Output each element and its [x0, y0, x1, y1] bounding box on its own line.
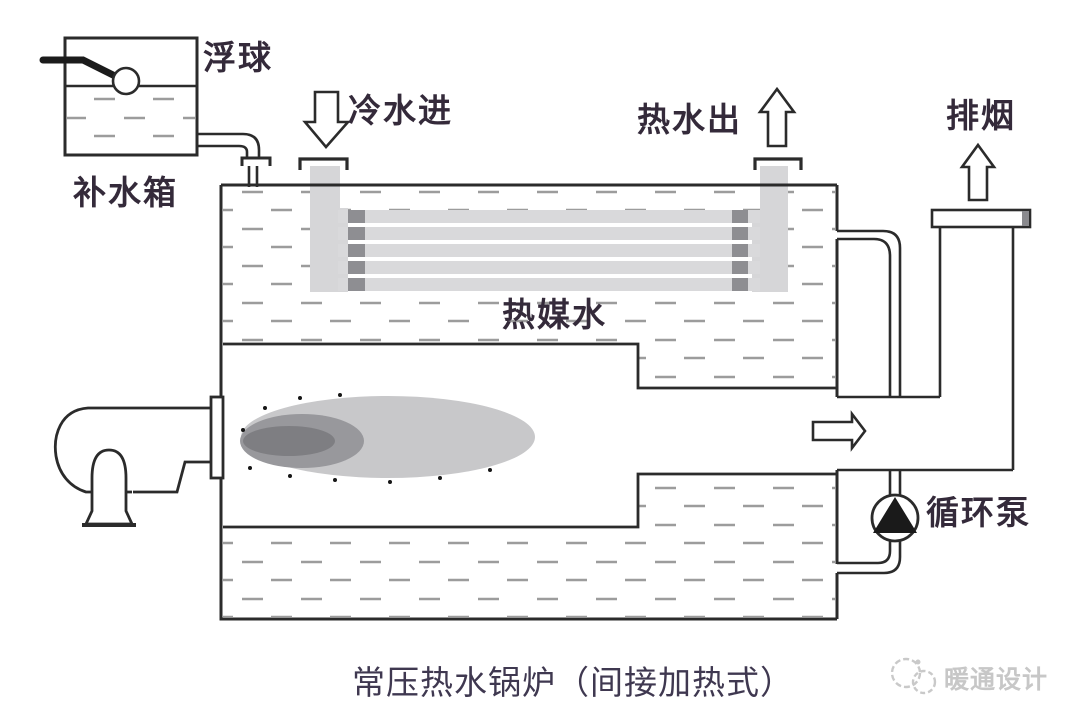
float-arm	[39, 56, 117, 79]
label-cold-water-in: 冷水进	[348, 94, 453, 130]
circulation-pump-icon	[870, 493, 920, 543]
exhaust-arrow-icon	[959, 142, 997, 202]
tube-end-squares	[348, 210, 748, 291]
makeup-pipe	[197, 132, 272, 187]
label-float-ball: 浮球	[203, 41, 273, 77]
flue-duct	[837, 227, 1015, 472]
flue-gas-arrow-icon	[811, 410, 867, 452]
burner-icon	[53, 395, 225, 527]
boiler-shell	[219, 183, 839, 621]
watermark-text: 暖通设计	[944, 667, 1049, 694]
tank-shell	[63, 36, 199, 157]
diagram-caption: 常压热水锅炉（间接加热式）	[352, 666, 794, 702]
makeup-tank-symbol	[39, 36, 199, 157]
circulation-piping	[837, 229, 902, 575]
label-makeup-tank: 补水箱	[73, 176, 178, 212]
chimney-cap	[930, 208, 1032, 229]
float-ball-icon	[111, 66, 141, 96]
tube-bundle	[338, 210, 760, 291]
label-circulation-pump: 循环泵	[926, 496, 1031, 532]
label-hot-water-out: 热水出	[637, 103, 742, 139]
hot-water-arrow-icon	[757, 86, 797, 148]
label-exhaust: 排烟	[946, 99, 1016, 135]
watermark-logo-icon	[890, 657, 937, 695]
flame-icon	[240, 393, 535, 484]
cold-water-arrow-icon	[302, 90, 351, 149]
cold-inlet-flange	[298, 157, 349, 170]
tank-water	[67, 88, 195, 154]
label-heat-medium-water: 热媒水	[502, 298, 607, 334]
furnace-outline	[223, 342, 836, 529]
hot-outlet-flange	[753, 157, 803, 170]
